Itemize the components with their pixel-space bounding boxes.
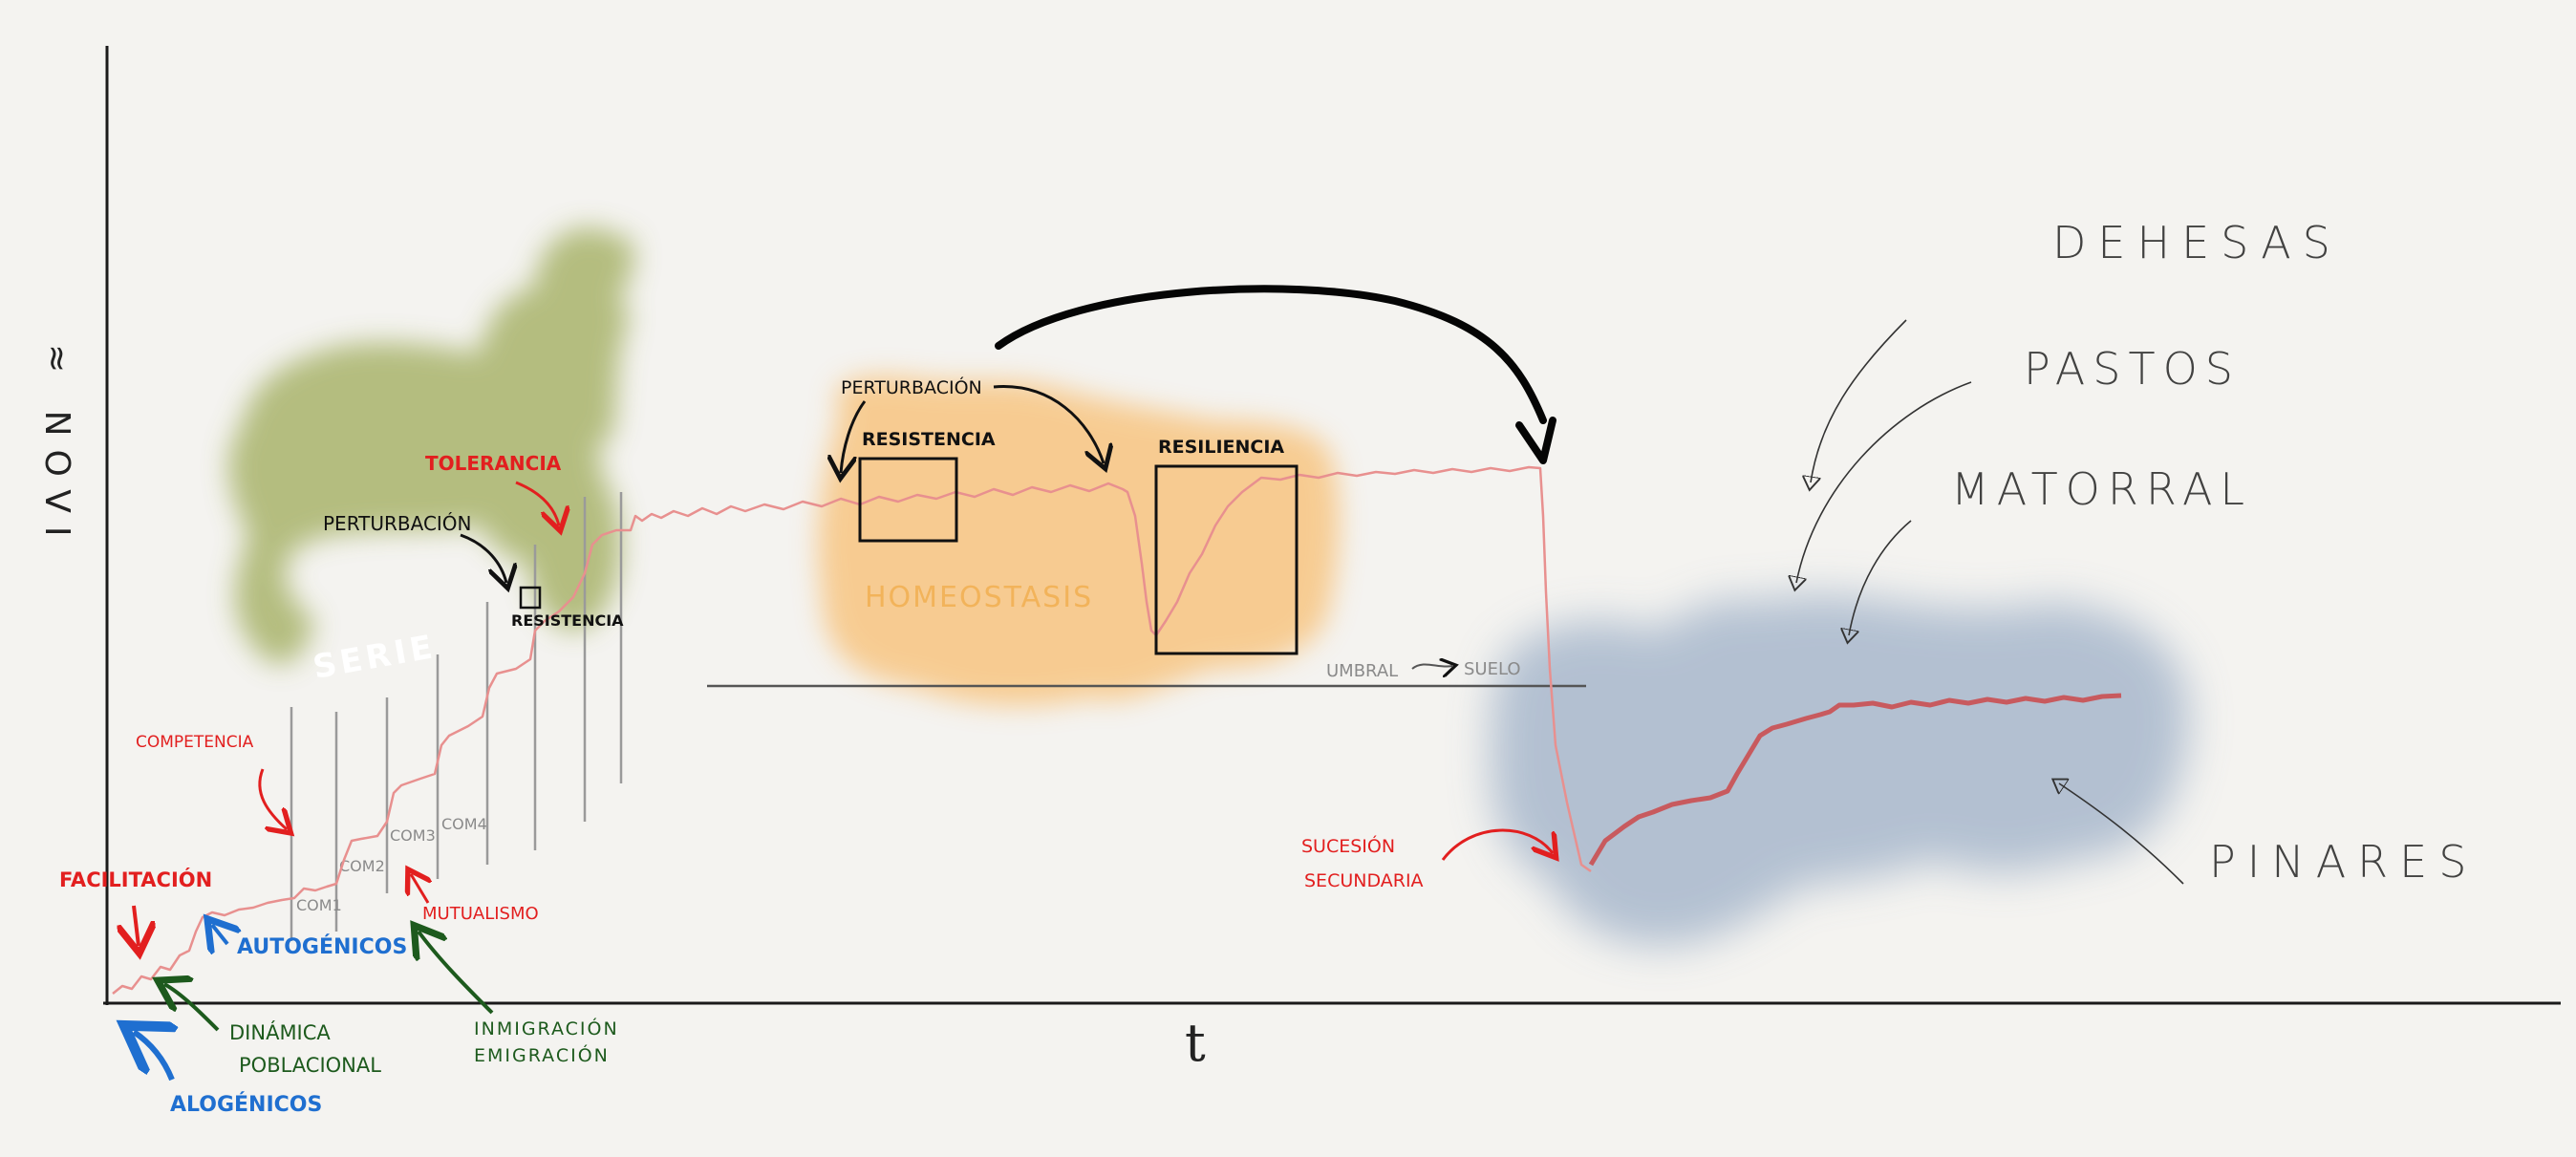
succession-curve [112,465,1592,995]
umbral-arrow [1411,664,1452,669]
pinares-label: PINARES [2209,836,2478,888]
dehesas-arrow [1811,319,1907,482]
tolerancia-arrow [515,481,559,525]
resistencia-big-label: RESISTENCIA [862,429,996,450]
perturbacion-mid-arrow-left [841,400,867,473]
perturbacion-mid-label: PERTURBACIÓN [841,375,982,398]
resiliencia-label: RESILIENCIA [1158,437,1284,458]
dinamica-arrow [164,984,220,1032]
resiliencia-box [1154,464,1299,655]
alogenicos-arrow [134,1032,172,1082]
big-arch-arrowhead [1515,417,1556,464]
community-bars [290,492,623,941]
perturbacion-mid-arrow-right [993,385,1104,463]
community-label-1: COM1 [296,896,342,914]
mutualismo-arrow [411,874,428,904]
pastos-arrow [1796,381,1972,583]
pastos-label: PASTOS [2024,343,2241,395]
matorral-label: MATORRAL [1951,463,2252,515]
umbral-label: UMBRAL [1326,661,1398,681]
sucesion-label-line1: SUCESIÓN [1301,834,1395,857]
competencia-label: COMPETENCIA [136,733,254,752]
inmigracion-label-line1: INMIGRACIÓN [474,1017,619,1039]
mutualismo-label: MUTUALISMO [422,904,539,924]
big-arch-arrow [995,285,1547,424]
dinamica-label-line2: POBLACIONAL [239,1054,381,1077]
dinamica-label-line1: DINÁMICA [229,1020,331,1044]
autogenicos-arrow [212,925,227,944]
community-label-4: COM4 [441,815,487,833]
resistencia-small-box [519,586,542,610]
alogenicos-label: ALOGÉNICOS [170,1092,322,1117]
serie-label: SERIE [311,628,440,687]
suelo-label: SUELO [1464,659,1521,679]
facilitacion-arrow [134,905,139,946]
competencia-arrow [258,768,287,829]
facilitacion-label: FACILITACIÓN [59,868,212,891]
axes [103,46,2561,1005]
tolerancia-label: TOLERANCIA [425,452,562,475]
autogenicos-label: AUTOGÉNICOS [237,934,407,959]
resistencia-box [858,457,958,543]
sucesion-label-line2: SECUNDARIA [1304,870,1424,891]
pinares-curve [1588,693,2122,867]
inmigracion-arrow [419,932,494,1015]
y-axis-label-text: ≈ NOVI [37,344,76,549]
perturbacion-left-label: PERTURBACIÓN [323,512,472,535]
pinares-blob [1491,594,2189,946]
serie-blob [228,227,634,665]
community-label-3: COM3 [390,826,436,845]
dehesas-label: DEHESAS [2052,217,2342,268]
homeostasis-label: HOMEOSTASIS [865,581,1093,614]
matorral-arrow [1849,520,1912,635]
y-axis-label: ≈ NOVI [37,344,76,549]
x-axis-label: t [1185,1013,1206,1073]
pinares-arrow [2059,783,2184,885]
sucesion-arrow [1441,828,1553,860]
resistencia-small-label: RESISTENCIA [511,611,624,630]
inmigracion-label-line2: EMIGRACIÓN [474,1043,610,1066]
community-label-2: COM2 [339,857,385,875]
perturbacion-left-arrow [460,533,506,583]
